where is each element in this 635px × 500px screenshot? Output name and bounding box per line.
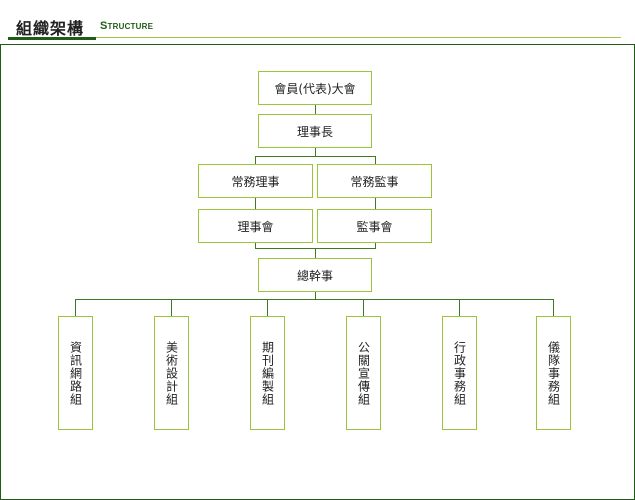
- connector-dept-3: [267, 299, 268, 316]
- board-of-supervisors-box: 監事會: [317, 209, 432, 243]
- connector-dept-1: [75, 299, 76, 316]
- chairman-box: 理事長: [258, 114, 372, 148]
- connector-director-board: [255, 198, 256, 209]
- connector-dept-2: [171, 299, 172, 316]
- department-label: 資訊網路組: [68, 340, 83, 406]
- connector-boards-secretary: [315, 248, 316, 258]
- header-underline-dark: [8, 37, 96, 40]
- department-box: 行政事務組: [442, 316, 477, 430]
- connector-exec-horizontal: [255, 156, 376, 157]
- connector-exec-supervisor: [375, 156, 376, 164]
- connector-dept-4: [363, 299, 364, 316]
- secretary-general-box: 總幹事: [258, 258, 372, 292]
- header-underline-light: [96, 37, 621, 38]
- department-box: 期刊編製組: [250, 316, 285, 430]
- connector-board-left-down: [255, 243, 256, 249]
- page-title: 組織架構: [16, 19, 85, 38]
- connector-dept-5: [459, 299, 460, 316]
- department-box: 資訊網路組: [58, 316, 93, 430]
- department-label: 公關宣傳組: [356, 340, 371, 406]
- page-subtitle: Structure: [100, 20, 154, 32]
- connector-dept-6: [553, 299, 554, 316]
- department-box: 儀隊事務組: [536, 316, 571, 430]
- page-header: 組織架構 Structure: [0, 0, 635, 40]
- department-box: 美術設計組: [154, 316, 189, 430]
- connector-assembly-chairman: [315, 104, 316, 115]
- general-assembly-box: 會員(代表)大會: [258, 71, 372, 105]
- executive-supervisor-box: 常務監事: [317, 164, 432, 198]
- connector-exec-director: [255, 156, 256, 164]
- connector-board-right-down: [375, 243, 376, 249]
- department-label: 儀隊事務組: [546, 340, 561, 406]
- department-label: 美術設計組: [164, 340, 179, 406]
- department-label: 期刊編製組: [260, 340, 275, 406]
- connector-departments-horizontal: [75, 299, 554, 300]
- department-box: 公關宣傳組: [346, 316, 381, 430]
- connector-chairman-down: [315, 148, 316, 156]
- department-label: 行政事務組: [452, 340, 467, 406]
- executive-director-box: 常務理事: [198, 164, 313, 198]
- connector-supervisor-board: [375, 198, 376, 209]
- connector-secretary-down: [315, 291, 316, 300]
- board-of-directors-box: 理事會: [198, 209, 313, 243]
